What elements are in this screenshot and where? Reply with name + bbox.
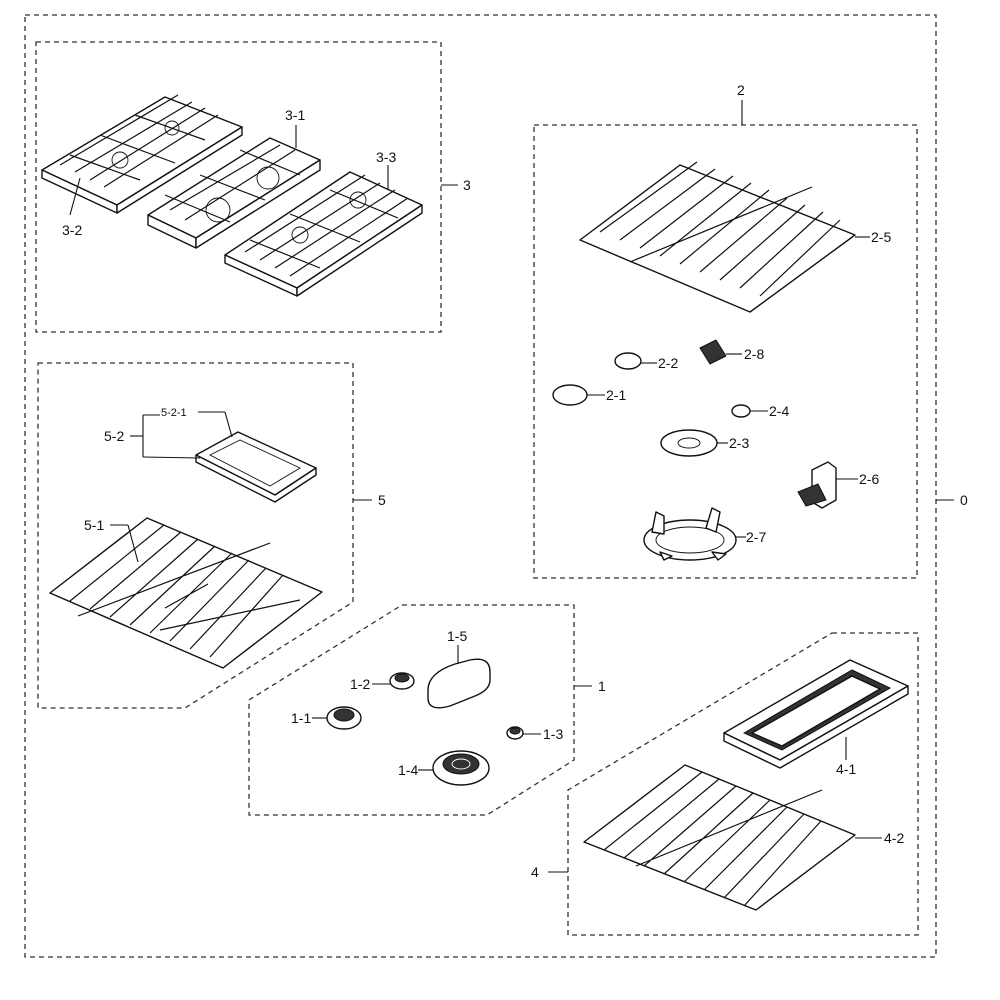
drip-tray-5-2 <box>195 431 317 503</box>
oven-rack-5-1 <box>49 517 323 669</box>
group-3-box <box>35 41 442 333</box>
knob-clip-2-8 <box>699 339 727 365</box>
burner-1-2 <box>389 672 415 690</box>
burner-1-1 <box>326 706 362 730</box>
leader-5-2-lower <box>142 456 201 459</box>
label-group-5: 5 <box>378 492 386 508</box>
label-group-3: 3 <box>463 177 471 193</box>
label-part-4-1: 4-1 <box>836 761 856 777</box>
burner-cap-2-2 <box>614 352 642 370</box>
assembly-0-boundary <box>24 14 937 958</box>
label-group-4: 4 <box>531 864 539 880</box>
label-part-5-1: 5-1 <box>84 517 104 533</box>
grate-right <box>224 171 423 297</box>
burner-1-5 <box>427 658 491 709</box>
label-part-3-1: 3-1 <box>285 107 305 123</box>
label-part-2-7: 2-7 <box>746 529 766 545</box>
label-part-1-5: 1-5 <box>447 628 467 644</box>
group-2-box <box>533 124 918 579</box>
label-part-2-6: 2-6 <box>859 471 879 487</box>
oven-rack-2-5 <box>579 161 856 313</box>
label-group-0: 0 <box>960 492 968 508</box>
group-5-box <box>37 362 354 709</box>
group-1-box <box>248 604 575 816</box>
label-part-1-3: 1-3 <box>543 726 563 742</box>
griddle-4-1 <box>723 659 909 769</box>
burner-1-3 <box>506 726 524 740</box>
label-part-1-4: 1-4 <box>398 762 418 778</box>
grate-center <box>147 137 321 249</box>
label-part-2-4: 2-4 <box>769 403 789 419</box>
burner-head-2-3 <box>660 429 718 457</box>
label-part-1-1: 1-1 <box>291 710 311 726</box>
label-group-1: 1 <box>598 678 606 694</box>
label-part-3-3: 3-3 <box>376 149 396 165</box>
leader-3-2 <box>69 177 81 216</box>
label-part-2-2: 2-2 <box>658 355 678 371</box>
wok-ring-2-7 <box>643 507 737 561</box>
leader-5-2-1-tip <box>224 411 233 438</box>
label-part-5-2: 5-2 <box>104 428 124 444</box>
label-part-2-3: 2-3 <box>729 435 749 451</box>
grate-left <box>41 94 243 214</box>
label-part-5-2-1: 5-2-1 <box>161 407 187 419</box>
label-part-2-8: 2-8 <box>744 346 764 362</box>
label-group-2: 2 <box>737 82 745 98</box>
label-part-2-1: 2-1 <box>606 387 626 403</box>
bracket-2-6 <box>797 461 837 509</box>
burner-1-4 <box>432 750 490 786</box>
leader-5-1-tip <box>127 524 139 563</box>
label-part-2-5: 2-5 <box>871 229 891 245</box>
label-part-4-2: 4-2 <box>884 830 904 846</box>
group-4-box <box>567 632 919 936</box>
label-part-3-2: 3-2 <box>62 222 82 238</box>
burner-cap-2-1 <box>552 384 588 406</box>
label-part-1-2: 1-2 <box>350 676 370 692</box>
burner-cap-2-4 <box>731 404 751 418</box>
oven-rack-4-2 <box>583 764 856 911</box>
